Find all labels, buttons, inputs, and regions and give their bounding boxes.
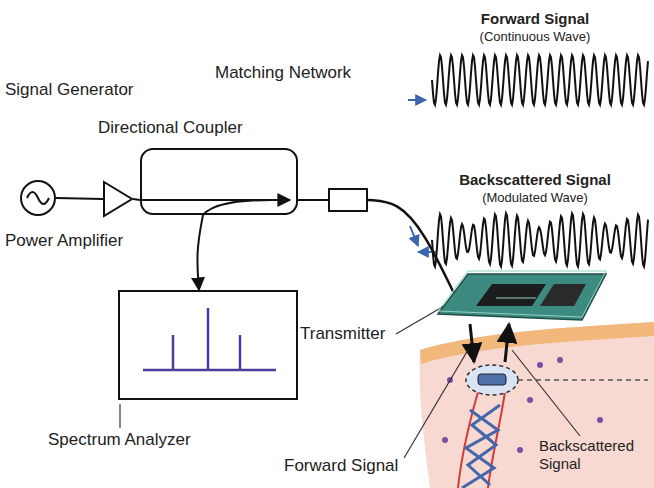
- tissue-dot: [517, 447, 523, 453]
- tissue-dot: [557, 357, 563, 363]
- connector: [56, 198, 103, 199]
- cable-arrow: [410, 226, 418, 246]
- signal-direction-arrow: [408, 99, 426, 101]
- connector: [197, 215, 203, 290]
- callout-label: Backscattered Signal: [536, 436, 650, 474]
- power-amplifier: Power Amplifier: [5, 179, 140, 255]
- implant-dashed-line: [518, 379, 648, 381]
- spectrum-analyzer: Spectrum Analyzer: [45, 290, 298, 455]
- connector: [298, 199, 328, 201]
- node-label: Power Amplifier: [5, 231, 123, 251]
- matching-network: Matching Network: [215, 63, 370, 213]
- leader-line: [404, 350, 468, 458]
- leader-line: [512, 350, 580, 436]
- transmitter-shape: [436, 268, 608, 322]
- connector: [368, 200, 453, 292]
- directional-coupler-outline: [140, 148, 298, 215]
- tissue-dot: [537, 362, 543, 368]
- node-label: Transmitter: [300, 324, 385, 344]
- transmitter-outline: [436, 268, 608, 322]
- node-label: Directional Coupler: [98, 118, 243, 138]
- tissue-dot: [442, 437, 448, 443]
- power-amplifier-shape: [103, 181, 133, 217]
- backscatter-arrow: [505, 324, 509, 362]
- tissue: [420, 322, 654, 488]
- blood-vessel: [458, 392, 505, 488]
- spectrum-analyzer-shape: [118, 290, 298, 400]
- forward-arrow: [470, 324, 474, 362]
- power-amplifier-outline: [103, 181, 133, 217]
- matching-network-outline: [328, 188, 368, 212]
- modulated-wave: [432, 213, 648, 266]
- signal-title: Backscattered Signal: [459, 171, 611, 189]
- tissue-dot: [527, 397, 533, 403]
- transmitter: Transmitter: [300, 266, 610, 346]
- node-label: Spectrum Analyzer: [48, 430, 191, 450]
- signal-title: (Modulated Wave): [482, 190, 588, 206]
- directional-coupler-shape: [140, 148, 298, 215]
- continuous-wave: [432, 55, 648, 104]
- implant-region: [466, 365, 518, 395]
- connector: [133, 199, 140, 200]
- signal-generator-shape: [20, 180, 56, 216]
- spectrum-analyzer-outline: [118, 290, 298, 400]
- node-label: Matching Network: [215, 63, 351, 83]
- leader-line: [119, 404, 120, 428]
- matching-network-shape: [328, 188, 368, 212]
- skin-layer: [420, 322, 654, 364]
- implant: [478, 374, 506, 385]
- signal-title: (Continuous Wave): [480, 29, 591, 45]
- vessel-mesh: [462, 405, 500, 488]
- signal-title: Forward Signal: [481, 10, 589, 28]
- leader-line: [396, 306, 444, 334]
- callout-label: Forward Signal: [284, 456, 398, 476]
- node-label: Signal Generator: [5, 80, 134, 100]
- tissue-dot: [597, 417, 603, 423]
- directional-coupler: Directional Coupler: [98, 118, 298, 215]
- signal-generator-outline: [20, 180, 56, 216]
